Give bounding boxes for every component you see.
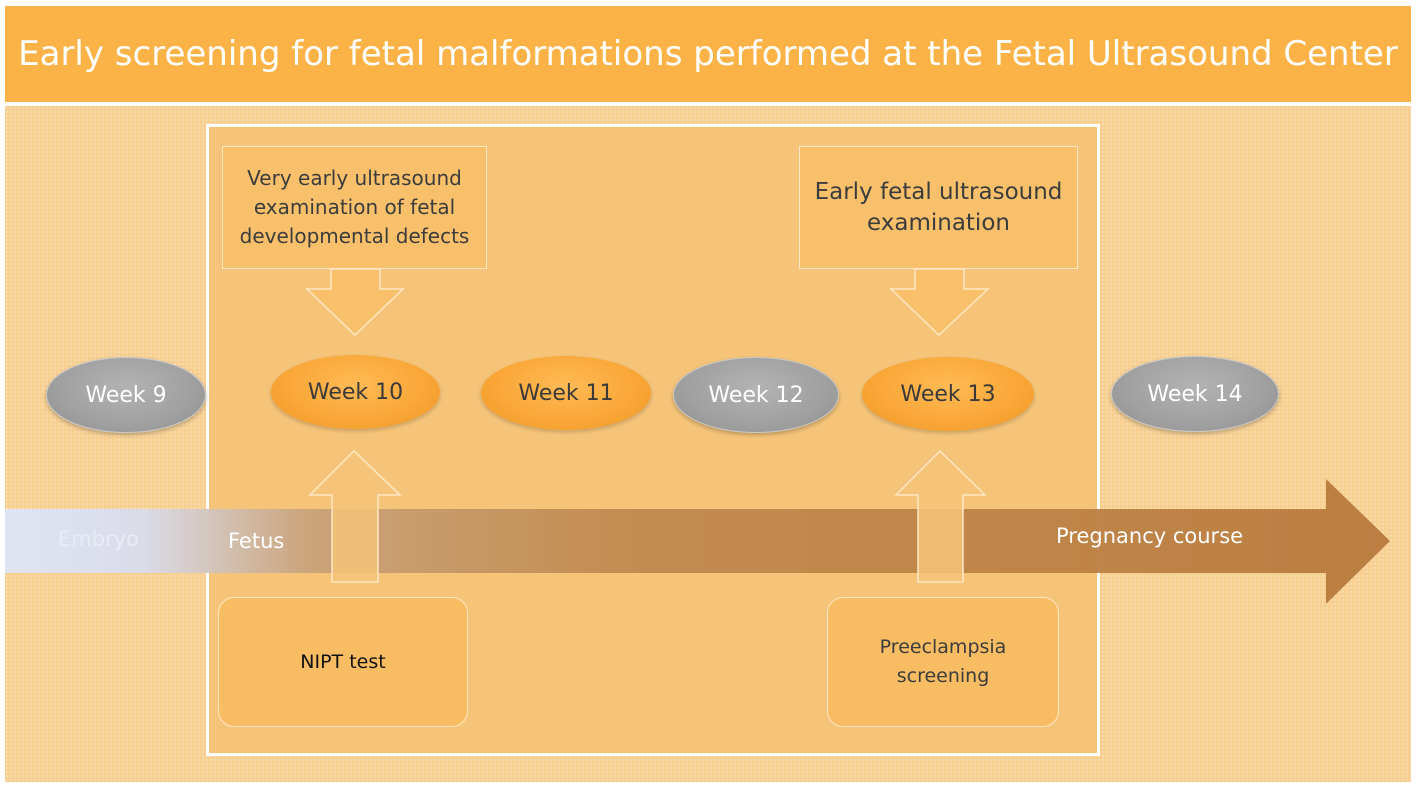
up-arrow-left bbox=[308, 449, 402, 583]
week-13-label: Week 13 bbox=[900, 381, 996, 407]
nipt-test-box: NIPT test bbox=[218, 597, 468, 727]
nipt-test-label: NIPT test bbox=[300, 650, 386, 673]
week-10-label: Week 10 bbox=[307, 379, 404, 405]
callout-left-text: Very early ultrasound examination of fet… bbox=[239, 166, 470, 248]
pregnancy-course-label: Pregnancy course bbox=[1056, 524, 1244, 548]
week-9-ellipse: Week 9 bbox=[46, 357, 206, 433]
down-arrow-left bbox=[305, 268, 405, 337]
preeclampsia-screening-box: Preeclampsia screening bbox=[827, 597, 1059, 727]
preeclampsia-screening-label: Preeclampsia screening bbox=[879, 636, 1007, 687]
diagram-title: Early screening for fetal malformations … bbox=[18, 34, 1398, 74]
up-arrow-right bbox=[894, 449, 987, 583]
week-10-ellipse: Week 10 bbox=[271, 355, 440, 429]
week-14-label: Week 14 bbox=[1147, 381, 1243, 407]
down-arrow-right bbox=[889, 268, 990, 337]
week-12-label: Week 12 bbox=[708, 382, 804, 408]
callout-right-text: Early fetal ultrasound examination bbox=[814, 178, 1063, 236]
callout-very-early-ultrasound: Very early ultrasound examination of fet… bbox=[222, 146, 487, 269]
week-11-label: Week 11 bbox=[518, 380, 614, 406]
week-9-label: Week 9 bbox=[85, 382, 167, 408]
callout-early-fetal-ultrasound: Early fetal ultrasound examination bbox=[799, 146, 1078, 269]
week-13-ellipse: Week 13 bbox=[862, 357, 1034, 431]
fetus-label: Fetus bbox=[228, 529, 285, 553]
embryo-label: Embryo bbox=[58, 527, 139, 551]
title-bar: Early screening for fetal malformations … bbox=[5, 6, 1411, 102]
week-12-ellipse: Week 12 bbox=[673, 357, 839, 433]
week-14-ellipse: Week 14 bbox=[1111, 356, 1279, 432]
week-11-ellipse: Week 11 bbox=[481, 356, 651, 430]
